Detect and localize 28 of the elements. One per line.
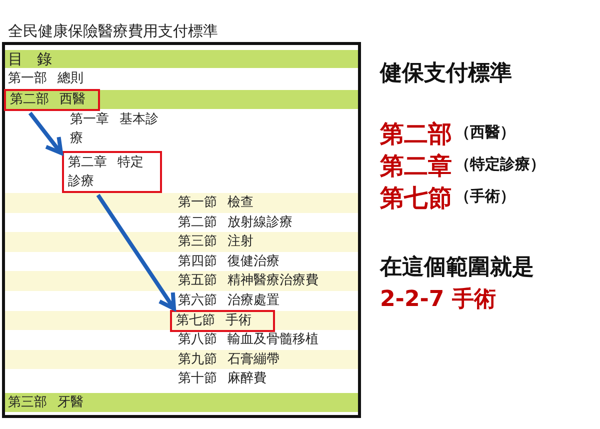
section-heading: 目 錄 xyxy=(8,50,52,68)
row-text: 第三部 牙醫 xyxy=(8,394,84,412)
row-text: 第一節 檢查 xyxy=(178,194,254,212)
row-text: 第六節 治療處置 xyxy=(178,292,280,310)
row-text: 第八節 輸血及骨髓移植 xyxy=(178,331,319,350)
highlight-box: 第七節 手術 xyxy=(170,310,275,332)
note-text: （西醫） xyxy=(455,123,515,142)
arrow xyxy=(96,194,176,311)
row-text: 第四節 復健治療 xyxy=(178,252,280,271)
highlight-text: 2-2-7 手術 xyxy=(380,286,496,314)
row-text: 第五節 精神醫療治療費 xyxy=(178,272,319,290)
highlight-box: 第二部 西醫 xyxy=(4,89,100,111)
arrow xyxy=(28,112,63,155)
table-title: 全民健康保險醫療費用支付標準 xyxy=(8,22,218,40)
highlight-text: 第二章 xyxy=(380,151,452,182)
row-text: 第一部 總則 xyxy=(8,70,84,88)
row-text: 第三節 注射 xyxy=(178,233,254,252)
heading-text: 健保支付標準 xyxy=(380,60,512,88)
note-text: （手術） xyxy=(455,187,515,206)
row-text: 第九節 石膏繃帶 xyxy=(178,350,280,369)
row-text: 第二節 放射線診療 xyxy=(178,214,293,232)
highlight-text: 第七節 xyxy=(380,183,452,214)
highlight-box: 第二章 特定診療 xyxy=(62,151,162,193)
highlight-text: 第二部 xyxy=(380,119,452,150)
row-text: 第十節 麻醉費 xyxy=(178,370,267,388)
heading-text: 在這個範圍就是 xyxy=(380,254,534,282)
row-text: 第一章 基本診療 xyxy=(70,111,160,148)
note-text: （特定診療） xyxy=(455,155,545,174)
